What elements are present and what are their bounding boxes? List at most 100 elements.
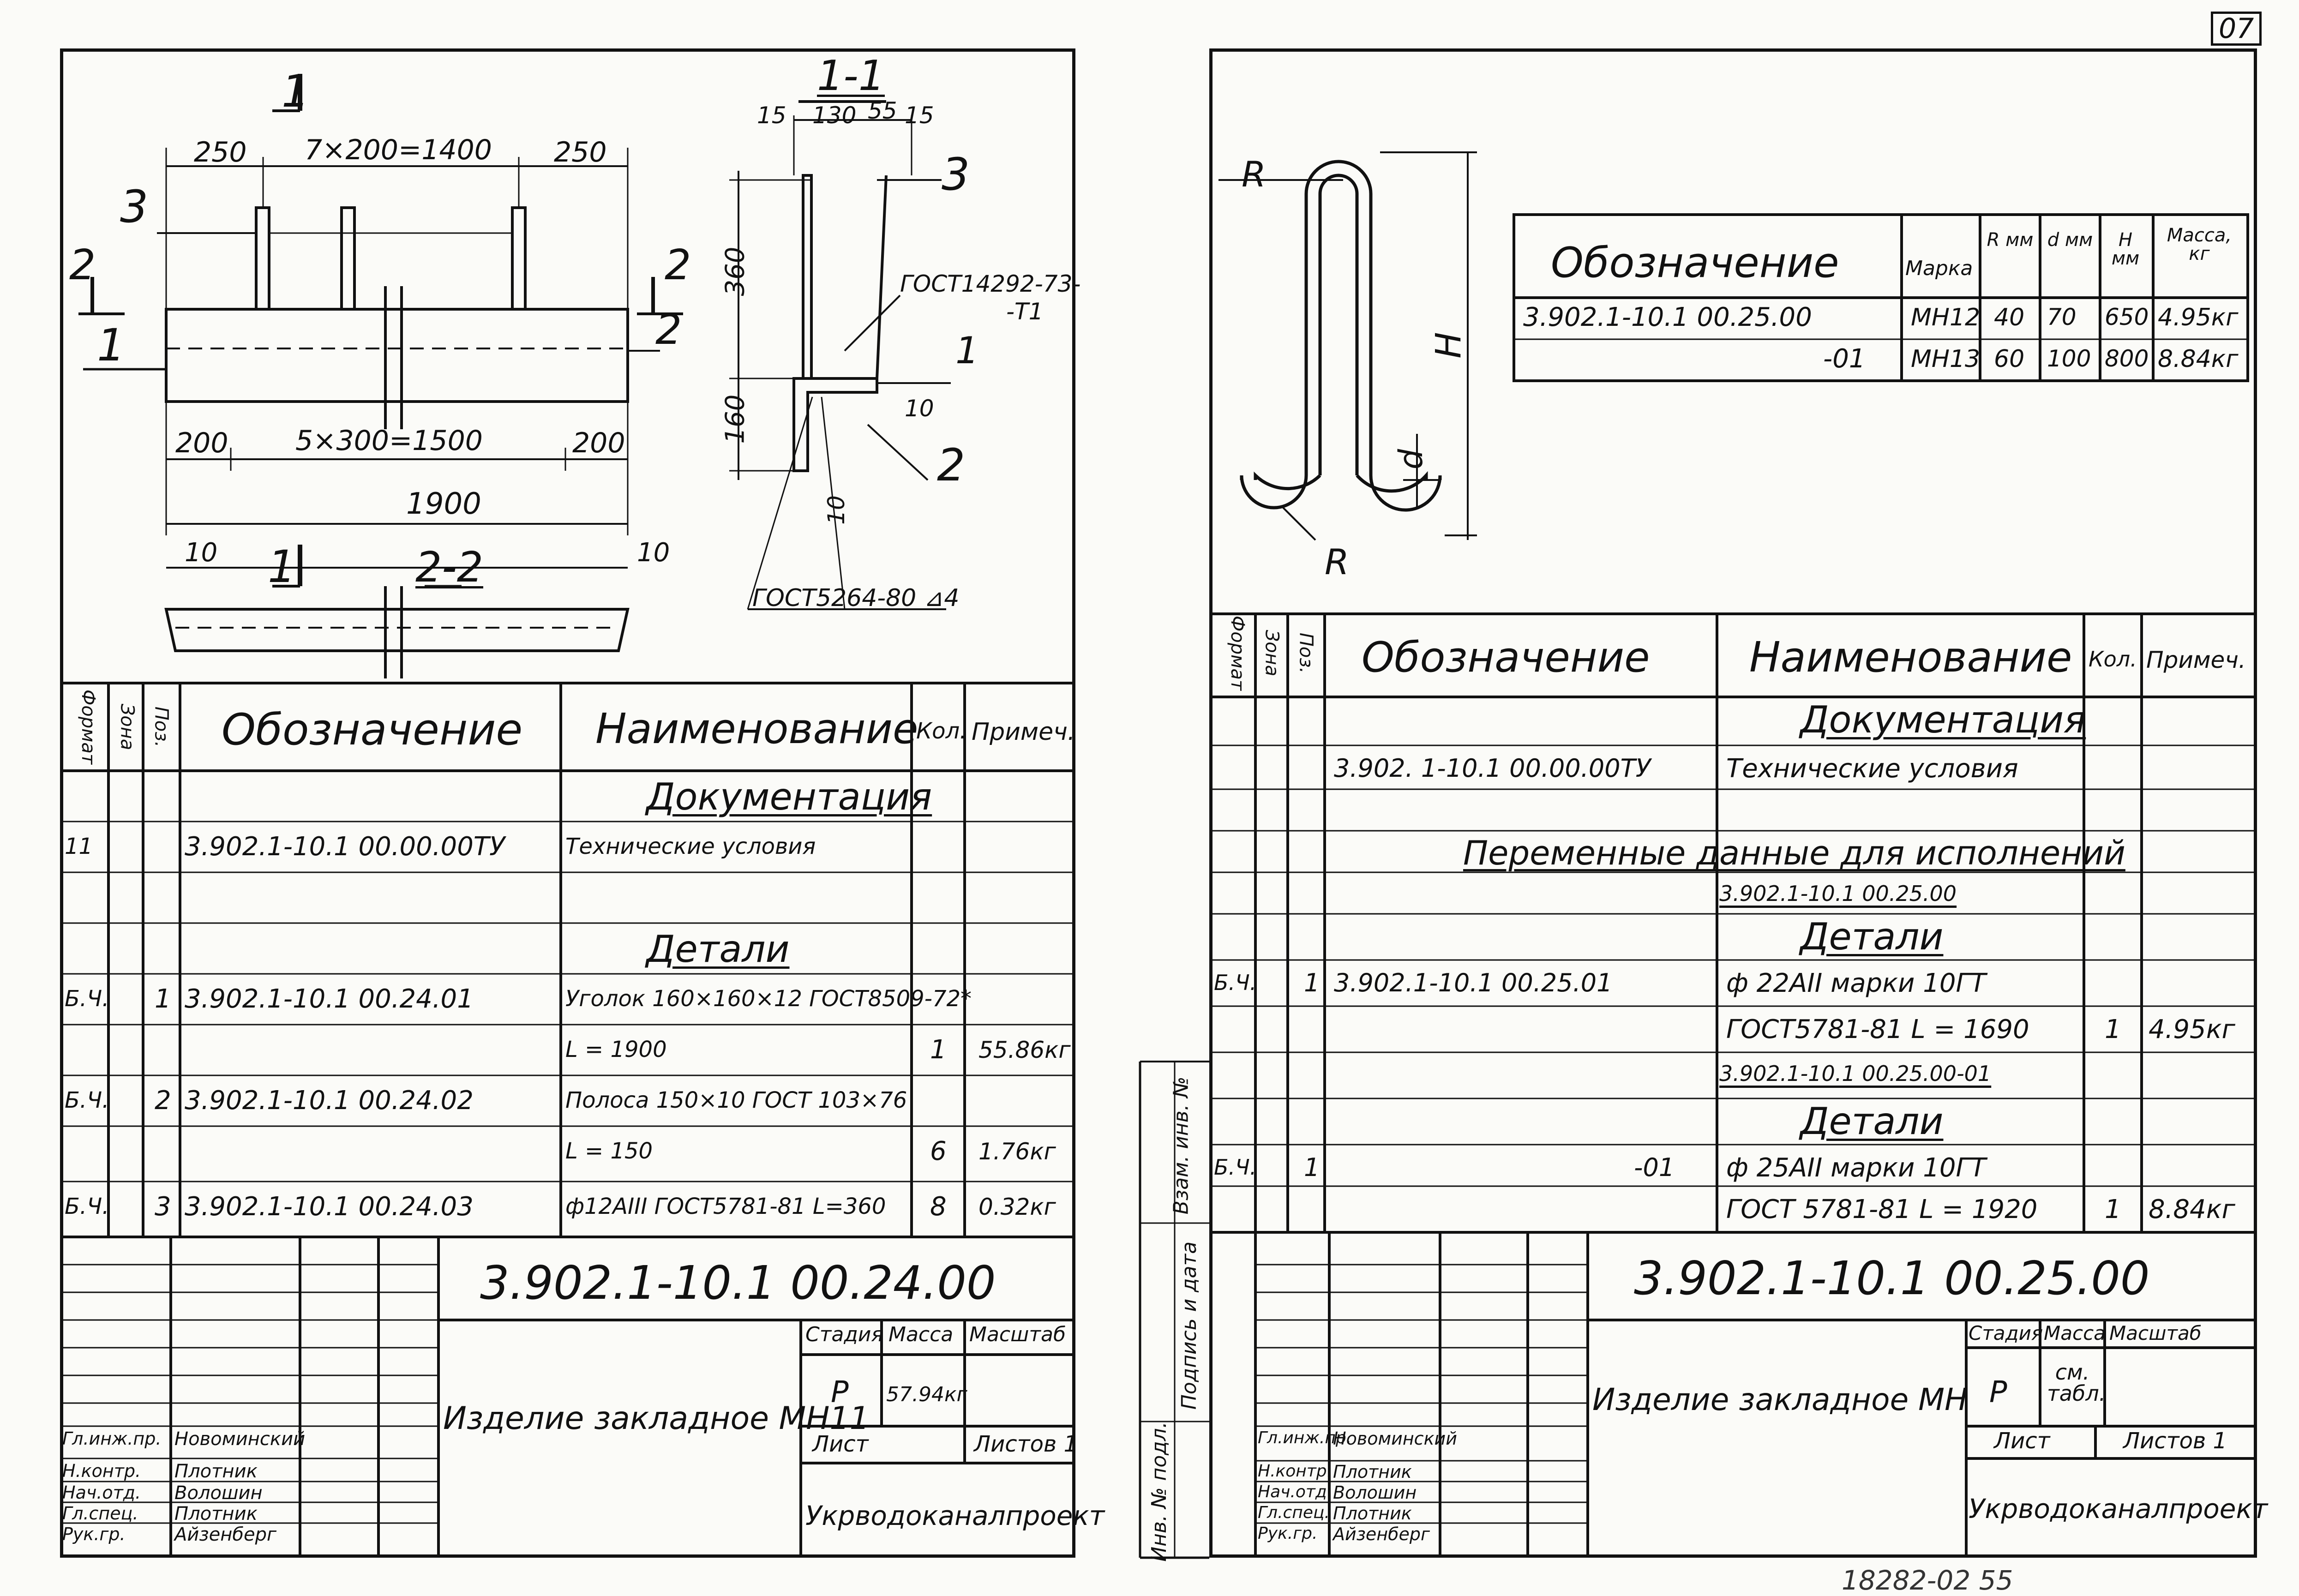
right-sheet (1209, 48, 2257, 1558)
callout-3: 3 (120, 181, 149, 233)
lspec-h-note: Примеч. (972, 718, 1075, 746)
view-2-right-label: 2 (665, 241, 691, 289)
dim-bot-mid: 5×300=1500 (295, 425, 483, 457)
side-label-inv: Инв. № подл. (1147, 1422, 1171, 1562)
rspec-designation: -01 (1634, 1153, 1675, 1182)
right-org: Укрводоканалпроект (1969, 1493, 2268, 1524)
left-sheet (60, 48, 1075, 1558)
section-1-1-label: 1-1 (817, 52, 885, 100)
lspec-note: 0.32кг (978, 1194, 1056, 1220)
rspec-note: 8.84кг (2149, 1194, 2235, 1224)
right-mass: см. табл. (2047, 1360, 2106, 1406)
lspec-format: 11 (65, 834, 93, 859)
right-staff-name: Волошин (1333, 1482, 1417, 1503)
left-product-name: Изделие закладное МН11 (443, 1400, 870, 1437)
sec-d10b: 10 (822, 495, 850, 525)
lspec-qty: 6 (930, 1136, 947, 1166)
lspec-note: 1.76кг (978, 1138, 1056, 1165)
rspec-qty: 1 (2105, 1194, 2121, 1224)
lspec-pos: 3 (155, 1192, 171, 1222)
sec-callout-2: 2 (937, 439, 966, 491)
lspec-format: Б.Ч. (65, 986, 109, 1012)
left-staff-name: Волошин (174, 1482, 263, 1504)
left-sheet-label: Лист (812, 1431, 869, 1457)
vars-R: 40 (1994, 304, 2025, 331)
right-scale-label: Масштаб (2109, 1322, 2202, 1344)
left-mass: 57.94кг (886, 1383, 967, 1406)
rspec-h-qty: Кол. (2089, 647, 2137, 672)
vars-mark: МН12 (1911, 304, 1981, 331)
right-sheet-label: Лист (1994, 1428, 2050, 1454)
sec-h360: 360 (720, 246, 750, 296)
right-staff-name: Плотник (1333, 1503, 1412, 1524)
dim-overall: 1900 (406, 487, 481, 521)
left-staff-role: Нач.отд. (62, 1482, 141, 1503)
right-staff-role: Нач.отд. (1258, 1482, 1333, 1501)
lspec-h-pos: Поз. (150, 706, 172, 748)
vars-mass: 8.84кг (2158, 345, 2239, 373)
vars-H: 650 (2105, 304, 2149, 330)
left-staff-role: Рук.гр. (62, 1524, 126, 1544)
cut-label-bottom: 1 (268, 541, 296, 593)
left-staff-name: Айзенберг (174, 1524, 277, 1545)
vars-designation: 3.902.1-10.1 00.25.00 (1523, 302, 1812, 332)
dim-top-right: 250 (554, 136, 607, 168)
bolt-H: H (1428, 332, 1469, 359)
rspec-format: Б.Ч. (1214, 1155, 1257, 1180)
vars-mark: МН13 (1911, 345, 1981, 373)
lspec-h-name: Наименование (595, 705, 918, 753)
lspec-designation: 3.902.1-10.1 00.24.02 (185, 1086, 474, 1116)
left-staff-name: Плотник (174, 1461, 258, 1482)
lspec-name: Полоса 150×10 ГОСТ 103×76 (565, 1087, 907, 1113)
left-mass-label: Масса (888, 1323, 954, 1346)
vars-H: 800 (2105, 345, 2149, 372)
dim-bot-right: 200 (572, 427, 625, 459)
left-staff-name: Плотник (174, 1503, 258, 1524)
rspec-h-zone: Зона (1261, 630, 1283, 677)
left-staff-role: Гл.инж.пр. (62, 1428, 162, 1449)
vars-mass: 4.95кг (2158, 304, 2239, 331)
lspec-h-designation: Обозначение (222, 705, 523, 755)
dim-end-left: 10 (185, 538, 218, 568)
rspec-designation: 3.902. 1-10.1 00.00.00ТУ (1334, 754, 1651, 783)
bottom-note: 18282-02 55 (1842, 1565, 2013, 1596)
sec-gost-top: ГОСТ14292-73- (900, 270, 1081, 297)
corner-tag: 07 (2211, 12, 2262, 46)
rspec-name: Детали (1800, 915, 1944, 958)
lspec-format: Б.Ч. (65, 1087, 109, 1113)
dim-end-right: 10 (637, 538, 670, 568)
right-staff-role: Гл.инж.пр. (1258, 1428, 1352, 1447)
vars-h-d: d мм (2047, 229, 2093, 251)
rspec-name: 3.902.1-10.1 00.25.00 (1719, 881, 1957, 906)
callout-1: 1 (97, 319, 126, 371)
section-2-2-label: 2-2 (415, 543, 483, 592)
cut-label-top: 1 (282, 66, 310, 117)
left-staff-name: Новоминский (174, 1428, 306, 1450)
dim-top-mid: 7×200=1400 (305, 134, 492, 166)
lspec-name: Уголок 160×160×12 ГОСТ8509-72* (565, 986, 972, 1012)
bolt-d: d (1392, 449, 1430, 470)
vars-h-designation: Обозначение (1551, 239, 1839, 287)
rspec-h-name: Наименование (1749, 633, 2072, 682)
vars-d: 100 (2047, 345, 2091, 372)
vars-h-mass: Масса, кг (2167, 225, 2232, 264)
side-label-sign: Подпись и дата (1177, 1241, 1201, 1410)
rspec-note: 4.95кг (2149, 1014, 2235, 1044)
right-product-name: Изделие закладное МН (1592, 1382, 1968, 1417)
rspec-h-format: Формат (1227, 615, 1249, 691)
dim-top-left: 250 (194, 136, 247, 168)
rspec-name: ф 25АII марки 10ГТ (1726, 1153, 1986, 1183)
vars-h-H: H мм (2111, 229, 2140, 269)
bolt-R-top: R (1242, 154, 1266, 195)
rspec-pos: 1 (1304, 968, 1320, 997)
rspec-name: Детали (1800, 1100, 1944, 1143)
lspec-name: ф12АIII ГОСТ5781-81 L=360 (565, 1194, 886, 1219)
vars-designation: -01 (1823, 344, 1866, 374)
sec-h160: 160 (720, 394, 750, 444)
right-staff-name: Новоминский (1333, 1428, 1457, 1449)
lspec-note: 55.86кг (978, 1037, 1071, 1063)
lspec-name: Детали (646, 928, 790, 971)
lspec-qty: 1 (930, 1035, 947, 1065)
left-staff-role: Гл.спец. (62, 1503, 138, 1524)
left-scale-label: Масштаб (969, 1323, 1066, 1346)
